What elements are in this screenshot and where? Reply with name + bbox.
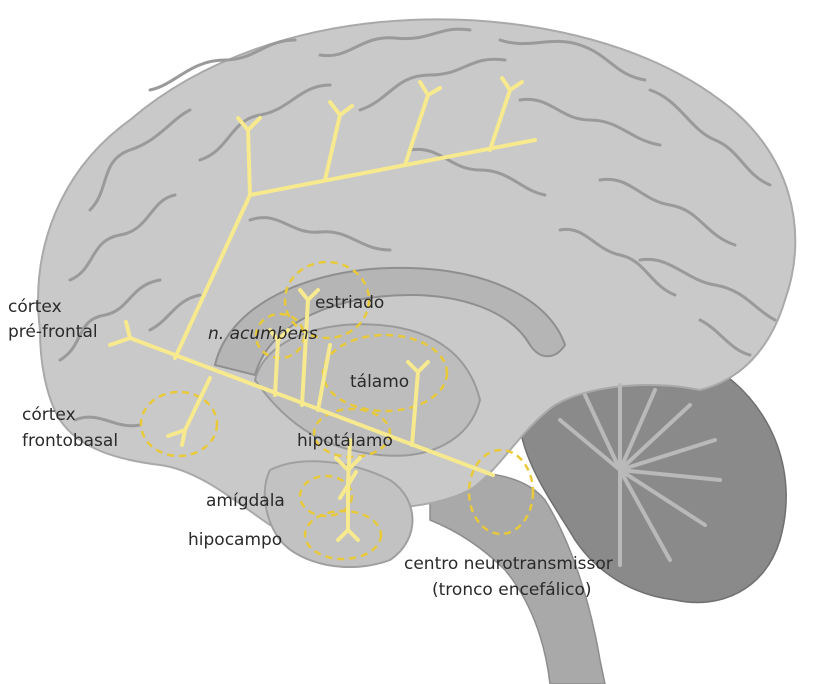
label-cortex-prefrontal-line2: pré-frontal — [8, 322, 98, 342]
brain-anatomy — [38, 19, 795, 684]
label-amigdala: amígdala — [206, 491, 285, 511]
label-cortex-prefrontal-line1: córtex — [8, 297, 62, 317]
label-hipotalamo: hipotálamo — [297, 431, 393, 451]
label-estriado: estriado — [315, 293, 384, 313]
label-cortex-frontobasal-line1: córtex — [22, 405, 76, 425]
label-cortex-frontobasal-line2: frontobasal — [22, 431, 118, 451]
label-n-acumbens: n. acumbens — [208, 324, 318, 344]
label-centro-line2: (tronco encefálico) — [432, 580, 592, 600]
label-centro-line1: centro neurotransmissor — [404, 554, 613, 574]
label-hipocampo: hipocampo — [188, 530, 282, 550]
label-talamo: tálamo — [350, 372, 409, 392]
